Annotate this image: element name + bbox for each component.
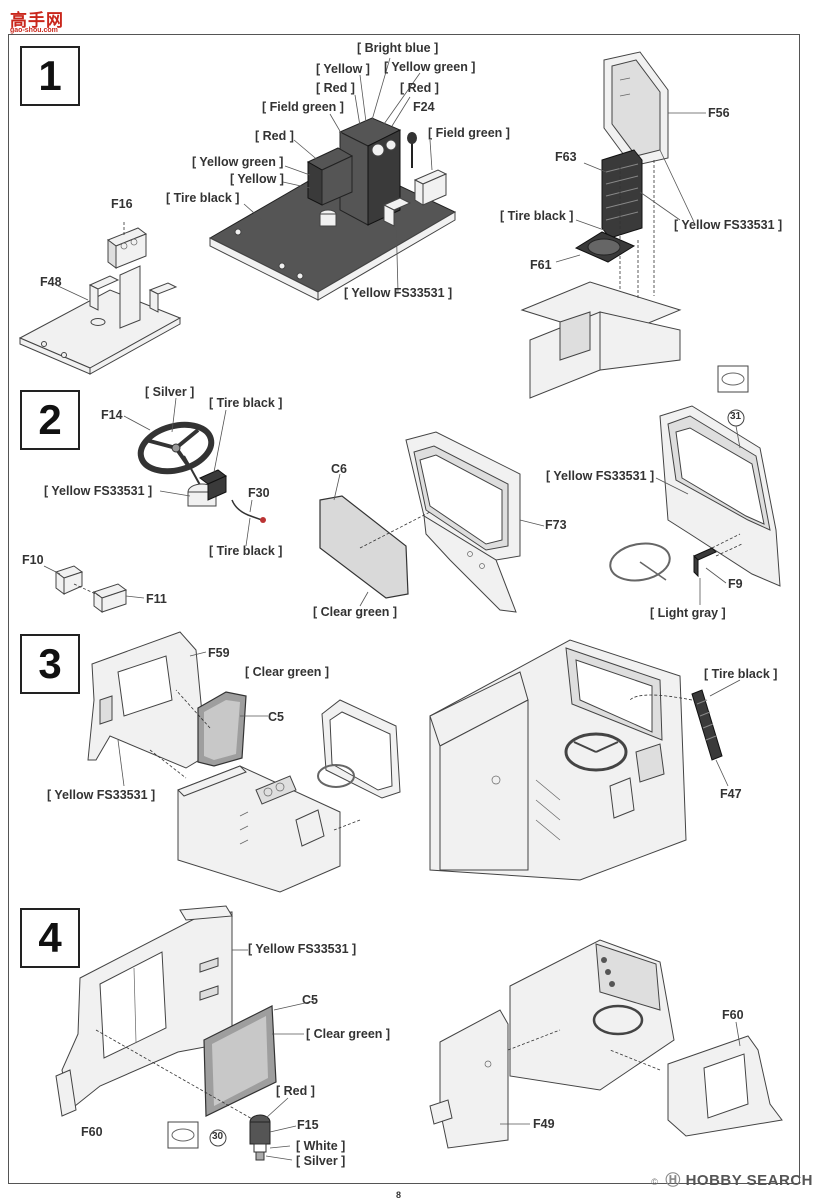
step1-dashboard-assembly [208, 57, 457, 301]
label-part-c5-4: C5 [302, 993, 318, 1007]
label-light-gray: [ Light gray ] [650, 606, 726, 620]
label-part-f16: F16 [111, 197, 133, 211]
label-clear-green-2: [ Clear green ] [245, 665, 330, 679]
label-part-f47: F47 [720, 787, 742, 801]
label-yellow-fs-6: [ Yellow FS33531 ] [248, 942, 357, 956]
copyright-prefix: © [651, 1177, 662, 1187]
label-part-f15: F15 [297, 1118, 319, 1132]
label-white: [ White ] [296, 1139, 346, 1153]
label-yellow-green-2: [ Yellow green ] [192, 155, 284, 169]
step2-steering-wheel [123, 397, 266, 547]
label-part-f24: F24 [413, 100, 435, 114]
step4-cab-assembled [429, 939, 783, 1149]
step1-part-f63 [601, 149, 643, 239]
label-part-f56: F56 [708, 106, 730, 120]
label-tire-black-1: [ Tire black ] [166, 191, 240, 205]
label-yellow-green-1: [ Yellow green ] [384, 60, 476, 74]
label-yellow-1: [ Yellow ] [316, 62, 370, 76]
label-silver-2: [ Silver ] [145, 385, 195, 399]
label-part-f11: F11 [146, 592, 167, 606]
label-field-green-1: [ Field green ] [262, 100, 344, 114]
label-red-1b: [ Red ] [400, 81, 439, 95]
label-callout-30: 30 [212, 1131, 224, 1142]
step-number-3: 3 [20, 634, 80, 694]
label-part-f48: F48 [40, 275, 62, 289]
step3-cab-interior [177, 699, 401, 893]
label-yellow-fs-3: [ Yellow FS33531 ] [44, 484, 153, 498]
label-yellow-fs-2: [ Yellow FS33531 ] [674, 218, 783, 232]
label-yellow-fs-4: [ Yellow FS33531 ] [546, 469, 655, 483]
step1-subassembly-right [520, 51, 706, 399]
label-part-f60: F60 [81, 1125, 103, 1139]
label-callout-31: 31 [730, 411, 742, 422]
hobby-search-text: HOBBY SEARCH [685, 1172, 813, 1189]
label-part-f30: F30 [248, 486, 270, 500]
watermark-logo: 高手网 [10, 11, 64, 30]
label-part-f60-right: F60 [722, 1008, 744, 1022]
step1-subassembly-left [18, 222, 182, 375]
step2-small-parts [43, 565, 145, 613]
label-yellow-fs-5: [ Yellow FS33531 ] [47, 788, 156, 802]
page-number: 8 [396, 1190, 402, 1200]
label-part-f14: F14 [101, 408, 123, 422]
step-number-4: 4 [20, 908, 80, 968]
hobby-search-watermark: © Ⓗ HOBBY SEARCH [651, 1169, 813, 1190]
label-red-4: [ Red ] [276, 1084, 315, 1098]
step4-panel-f49 [439, 1009, 509, 1149]
label-part-f49: F49 [533, 1117, 555, 1131]
step2-windshield-frame [319, 431, 545, 613]
hobby-search-mark: Ⓗ [665, 1172, 681, 1189]
label-red-1c: [ Red ] [255, 129, 294, 143]
step-number-2: 2 [20, 390, 80, 450]
label-tire-black-2: [ Tire black ] [500, 209, 574, 223]
label-part-f9: F9 [728, 577, 743, 591]
label-tire-black-5: [ Tire black ] [704, 667, 778, 681]
label-part-f63: F63 [555, 150, 577, 164]
step3-side-panel [87, 631, 268, 787]
step2-glass-c6 [319, 495, 409, 599]
label-part-c6: C6 [331, 462, 347, 476]
label-clear-green-3: [ Clear green ] [306, 1027, 391, 1041]
step2-cab-door [609, 365, 781, 605]
label-part-f73: F73 [545, 518, 567, 532]
label-tire-black-4: [ Tire black ] [209, 544, 283, 558]
label-yellow-fs-1: [ Yellow FS33531 ] [344, 286, 453, 300]
label-yellow-2: [ Yellow ] [230, 172, 284, 186]
label-part-f59: F59 [208, 646, 230, 660]
label-silver-4: [ Silver ] [296, 1154, 346, 1168]
label-field-green-2: [ Field green ] [428, 126, 510, 140]
watermark-url: gao-shou.com [10, 27, 58, 34]
step3-part-f47 [691, 689, 723, 761]
label-bright-blue: [ Bright blue ] [357, 41, 439, 55]
label-part-f61: F61 [530, 258, 552, 272]
label-part-f10: F10 [22, 553, 44, 567]
page-frame [8, 34, 800, 1184]
site-watermark: 高手网 gao-shou.com [4, 6, 74, 36]
step4-door-panel [55, 905, 315, 1161]
step-number-1: 1 [20, 46, 80, 106]
label-red-1a: [ Red ] [316, 81, 355, 95]
label-tire-black-3: [ Tire black ] [209, 396, 283, 410]
label-clear-green-1: [ Clear green ] [313, 605, 398, 619]
step3-cab-assembled [429, 639, 741, 881]
label-part-c5-3: C5 [268, 710, 284, 724]
